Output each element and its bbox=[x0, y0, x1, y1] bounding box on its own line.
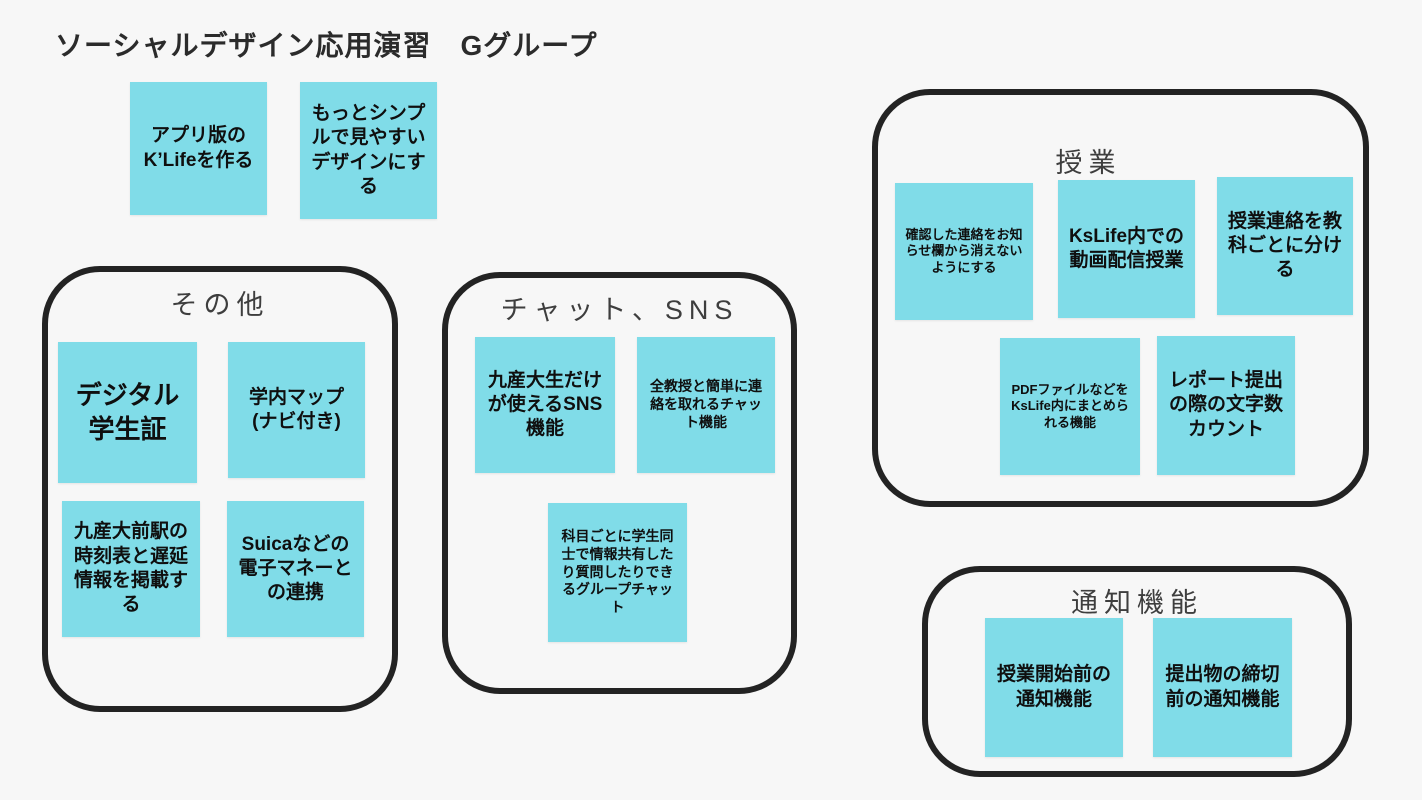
sticky-note-digital-student-id[interactable]: デジタル学生証 bbox=[58, 342, 197, 483]
section-frame-class[interactable]: 授業 bbox=[872, 89, 1369, 507]
sticky-note-suica-emoney[interactable]: Suicaなどの電子マネーとの連携 bbox=[227, 501, 364, 637]
sticky-note-subject-group-chat[interactable]: 科目ごとに学生同士で情報共有したり質問したりできるグループチャット bbox=[548, 503, 687, 642]
sticky-note-class-start-alert[interactable]: 授業開始前の通知機能 bbox=[985, 618, 1123, 757]
section-frame-notifications[interactable]: 通知機能 bbox=[922, 566, 1352, 777]
sticky-note-professor-chat[interactable]: 全教授と簡単に連絡を取れるチャット機能 bbox=[637, 337, 775, 473]
sticky-note-report-word-count[interactable]: レポート提出の際の文字数カウント bbox=[1157, 336, 1295, 475]
sticky-note-campus-map[interactable]: 学内マップ(ナビ付き) bbox=[228, 342, 365, 478]
board-title[interactable]: ソーシャルデザイン応用演習 Gグループ bbox=[55, 30, 598, 61]
sticky-note-pdf-in-kslife[interactable]: PDFファイルなどをKsLife内にまとめられる機能 bbox=[1000, 338, 1140, 475]
section-label-class[interactable]: 授業 bbox=[1055, 148, 1122, 178]
sticky-note-keep-notifications[interactable]: 確認した連絡をお知らせ欄から消えないようにする bbox=[895, 183, 1033, 320]
sticky-note-simple-design[interactable]: もっとシンプルで見やすいデザインにする bbox=[300, 82, 437, 219]
sticky-note-app-klife[interactable]: アプリ版のK’Lifeを作る bbox=[130, 82, 267, 215]
sticky-note-train-timetable[interactable]: 九産大前駅の時刻表と遅延情報を掲載する bbox=[62, 501, 200, 637]
sticky-note-video-streaming-class[interactable]: KsLife内での動画配信授業 bbox=[1058, 180, 1195, 318]
section-frame-chat-sns[interactable]: チャット、SNS bbox=[442, 272, 797, 694]
section-label-notifications[interactable]: 通知機能 bbox=[1071, 588, 1203, 618]
sticky-note-sort-class-contacts[interactable]: 授業連絡を教科ごとに分ける bbox=[1217, 177, 1353, 315]
sticky-note-deadline-alert[interactable]: 提出物の締切前の通知機能 bbox=[1153, 618, 1292, 757]
section-label-others[interactable]: その他 bbox=[170, 290, 270, 320]
section-label-chat-sns[interactable]: チャット、SNS bbox=[500, 295, 739, 325]
sticky-note-students-only-sns[interactable]: 九産大生だけが使えるSNS機能 bbox=[475, 337, 615, 473]
section-frame-others[interactable]: その他 bbox=[42, 266, 398, 712]
